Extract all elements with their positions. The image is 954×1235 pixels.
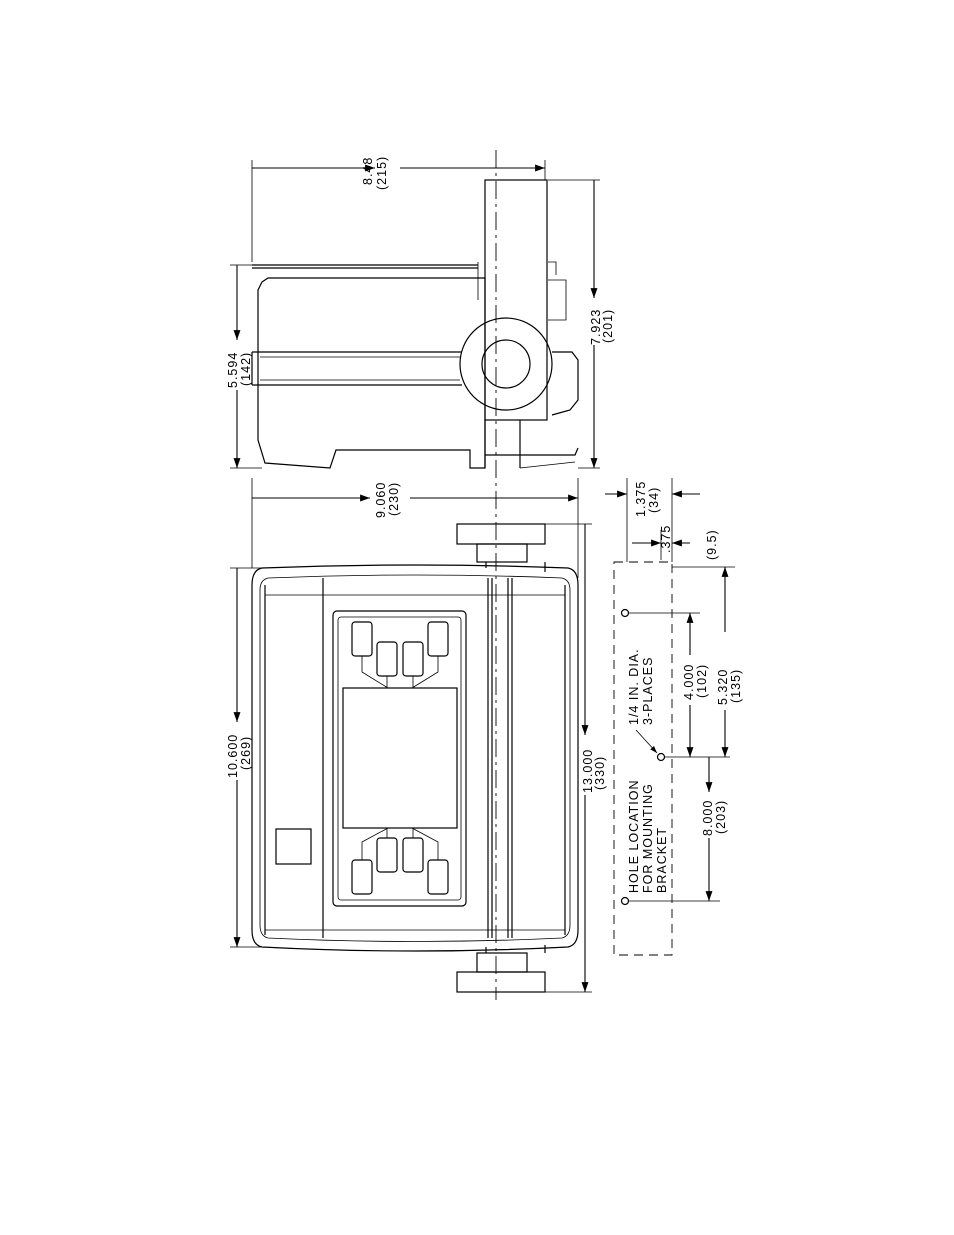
depth-mm: (269) [239, 736, 253, 770]
hole-spacing-c-in: 8.000 [701, 800, 715, 836]
dim-hole-spacing-a: 4.000 (102) [682, 613, 709, 757]
dim-bracket-width: 1.375 (34) [605, 478, 700, 562]
dim-body-height: 5.594 (142) [226, 264, 262, 469]
dim-bracket-offset: .375 (9.5) [632, 525, 719, 560]
hole-dia-note-1: 1/4 IN. DIA. [627, 648, 641, 725]
mounting-note-1: HOLE LOCATION [627, 780, 641, 893]
bottom-fitting [456, 971, 546, 993]
length-mm: (230) [387, 482, 401, 516]
mounting-note-2: FOR MOUNTING [641, 783, 655, 893]
dim-overall-length: 9.060 (230) [251, 478, 579, 578]
dim-hole-spacing-b: 5.320 (135) [672, 566, 743, 757]
dim-total-height: 7.923 (201) [548, 179, 615, 469]
outlet-port-outer [459, 317, 553, 411]
housing-outline [257, 277, 486, 469]
body-height-mm: (142) [239, 352, 253, 386]
top-width-mm: (215) [375, 156, 389, 190]
notes: 1/4 IN. DIA. 3-PLACES HOLE LOCATION FOR … [627, 648, 669, 893]
total-depth-mm: (330) [593, 756, 607, 790]
side-view [251, 150, 579, 1000]
mounting-hole-3 [620, 896, 630, 906]
dim-hole-spacing-c: 8.000 (203) [701, 757, 728, 901]
dim-depth: 10.600 (269) [226, 567, 262, 948]
lid-line [252, 264, 478, 269]
top-width-in: 8.48 [361, 157, 375, 185]
bracket-view [613, 561, 730, 956]
hole-spacing-a-in: 4.000 [682, 664, 696, 700]
keypad-bottom [351, 827, 449, 895]
front-view [251, 523, 579, 993]
hole-spacing-b-mm: (135) [729, 669, 743, 703]
bracket-width-mm: (34) [647, 487, 661, 513]
mounting-hole-2 [656, 752, 666, 762]
length-in: 9.060 [374, 482, 388, 518]
outlet-port-inner [481, 339, 531, 389]
mounting-hole-1 [620, 608, 630, 618]
hole-spacing-c-mm: (203) [714, 800, 728, 834]
total-height-in: 7.923 [589, 309, 603, 345]
bracket-outline [613, 561, 673, 956]
panel-outer [251, 564, 579, 952]
display-window [342, 687, 458, 829]
housing-band [251, 351, 462, 386]
bracket-offset-in: .375 [659, 525, 673, 553]
total-height-mm: (201) [601, 309, 615, 343]
dim-top-width: 8.48 (215) [251, 156, 546, 262]
body-height-in: 5.594 [226, 352, 240, 388]
hole-dia-note-2: 3-PLACES [641, 657, 655, 725]
hole-spacing-b-in: 5.320 [716, 669, 730, 705]
keypad-top [351, 621, 449, 689]
hole-spacing-a-mm: (102) [695, 664, 709, 698]
bracket-width-in: 1.375 [634, 481, 648, 517]
mounting-note-3: BRACKET [655, 827, 669, 893]
bracket-offset-mm: (9.5) [705, 529, 719, 560]
depth-in: 10.600 [226, 734, 240, 778]
dim-total-depth: 13.000 (330) [545, 523, 607, 993]
top-fitting [456, 523, 546, 545]
label-plate [275, 828, 312, 865]
motor-cylinder [484, 179, 548, 421]
keypad-frame [332, 610, 467, 907]
total-depth-in: 13.000 [581, 749, 595, 793]
